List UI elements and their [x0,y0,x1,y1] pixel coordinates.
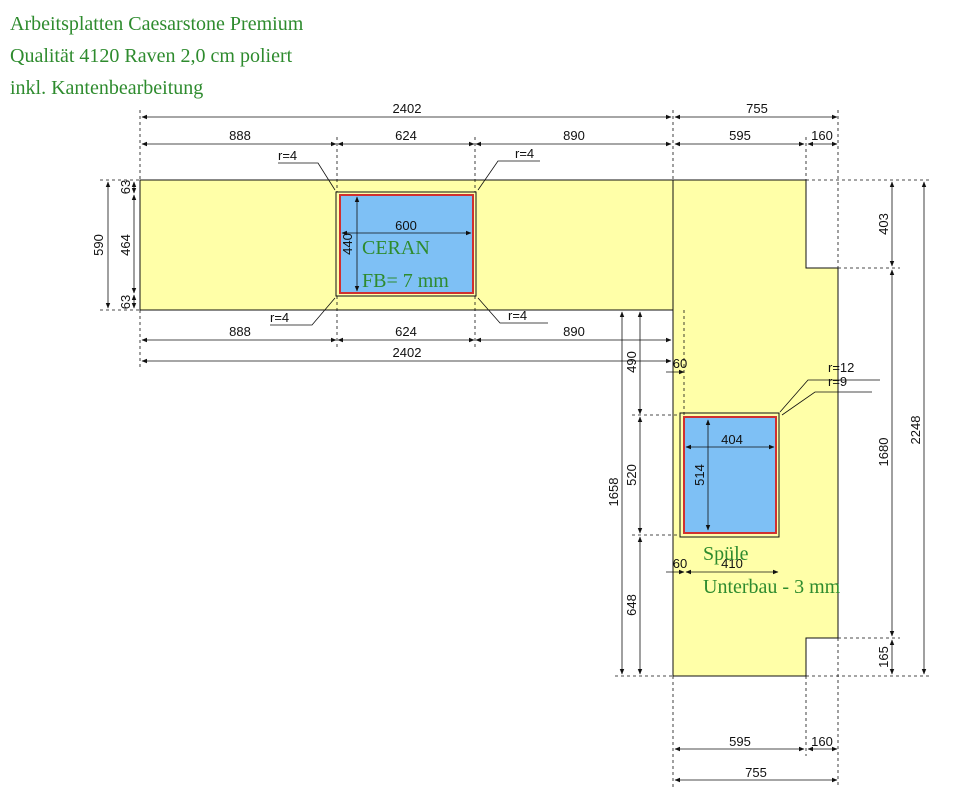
dim-bottom-c: 890 [563,324,585,339]
title-block: Arbeitsplatten Caesarstone Premium Quali… [10,8,303,104]
dim-bottom-160: 160 [811,734,833,749]
dim-bottom-755: 755 [745,765,767,780]
label-spuele: Spüle [703,543,749,565]
label-fb: FB= 7 mm [362,270,449,292]
dim-490: 490 [624,351,639,373]
dim-60-top: 60 [673,356,687,371]
dim-right-2248: 2248 [908,416,923,445]
dim-left-63-bottom: 63 [118,295,133,309]
dim-sink-cut: 410 [721,556,743,571]
dim-sink-width: 404 [721,432,743,447]
dim-r12: r=12 [828,360,854,375]
dim-top-d: 595 [729,128,751,143]
dim-right-403: 403 [876,213,891,235]
dim-bottom-b: 624 [395,324,417,339]
sink-cutout [679,412,780,538]
dim-left-464: 464 [118,234,133,256]
dim-bottom-595: 595 [729,734,751,749]
dim-top-a: 888 [229,128,251,143]
dim-top-c: 890 [563,128,585,143]
title-line-3: inkl. Kantenbearbeitung [10,77,204,99]
dim-bottom-a: 888 [229,324,251,339]
dim-r4-top-left: r=4 [278,148,297,163]
ceran-cutout [335,191,477,297]
dim-right-165: 165 [876,646,891,668]
dim-r4-top-right: r=4 [515,146,534,161]
dim-60-bottom: 60 [673,556,687,571]
label-ceran: CERAN [362,237,430,259]
dim-bottom-total: 2402 [393,345,422,360]
dim-ceran-width: 600 [395,218,417,233]
dim-top-right: 755 [746,101,768,116]
dim-left-total: 590 [91,234,106,256]
dim-1658: 1658 [606,478,621,507]
dim-top-b: 624 [395,128,417,143]
dim-top-total: 2402 [393,101,422,116]
dim-r4-bottom-left: r=4 [270,310,289,325]
dim-sink-height: 514 [692,464,707,486]
dim-520: 520 [624,464,639,486]
dim-r4-bottom-right: r=4 [508,308,527,323]
dim-648: 648 [624,594,639,616]
title-line-1: Arbeitsplatten Caesarstone Premium [10,13,304,35]
dim-top-e: 160 [811,128,833,143]
title-line-2: Qualität 4120 Raven 2,0 cm poliert [10,45,293,67]
dim-r9: r=9 [828,374,847,389]
dim-left-63-top: 63 [118,180,133,194]
dim-right-1680: 1680 [876,438,891,467]
dim-ceran-height: 440 [340,233,355,255]
label-unterbau: Unterbau - 3 mm [703,576,841,598]
